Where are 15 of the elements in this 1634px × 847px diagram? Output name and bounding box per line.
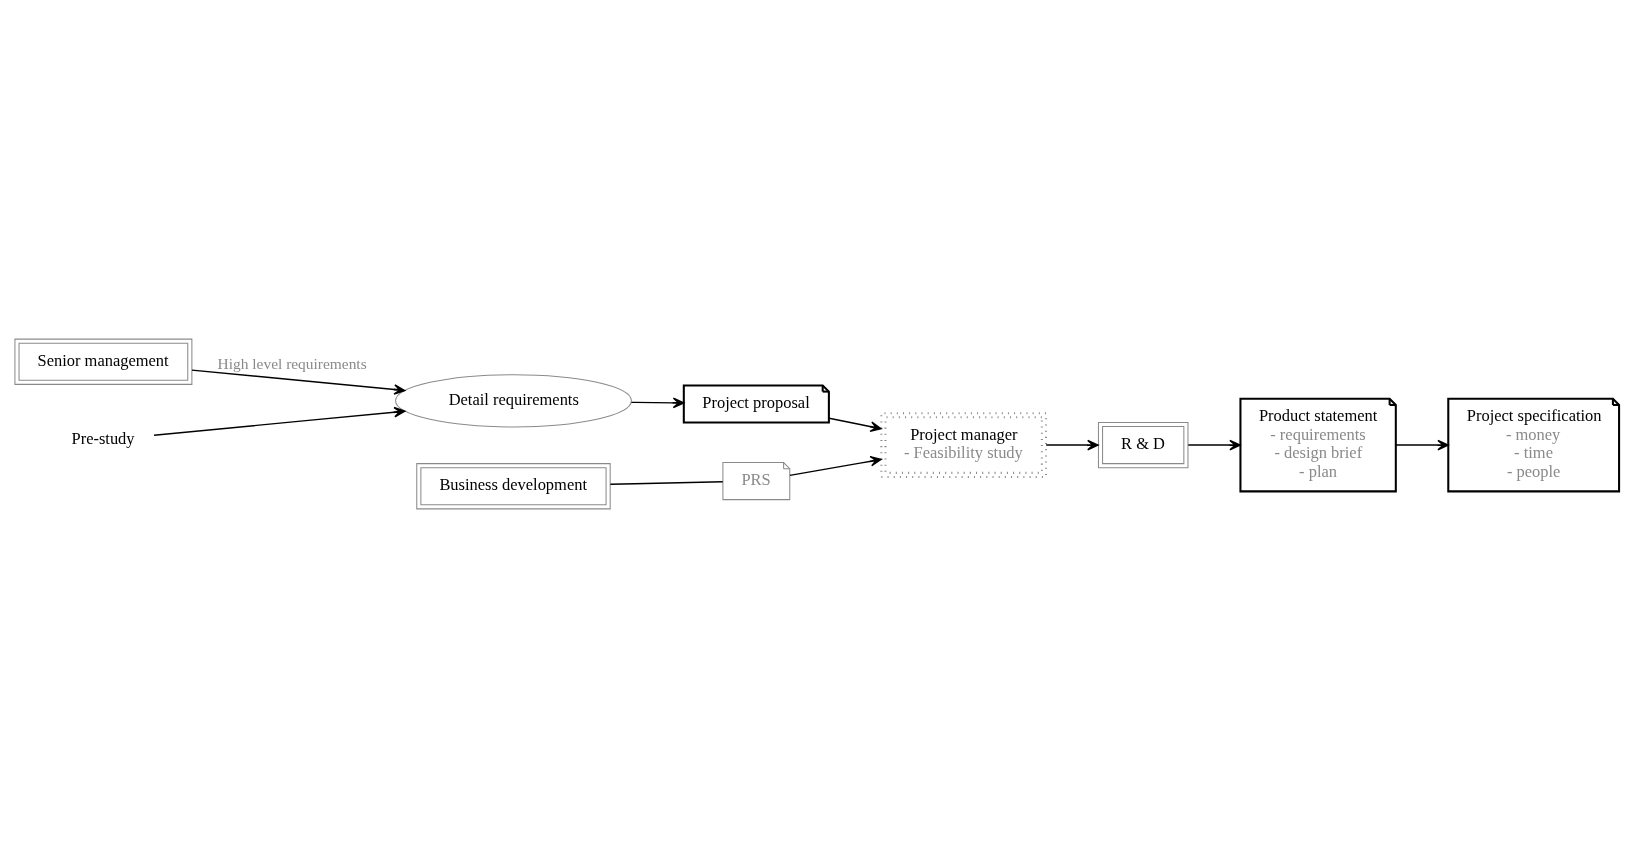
node-box: R & D	[1097, 421, 1189, 468]
edge-label: High level requirements	[217, 354, 367, 372]
connector	[609, 480, 724, 485]
arrow	[191, 368, 406, 395]
arrow	[828, 417, 882, 432]
arrow	[1045, 439, 1099, 450]
node-text: Pre-study	[71, 428, 135, 448]
node-box: Business development	[416, 462, 611, 509]
arrow	[153, 406, 406, 436]
arrow	[789, 455, 882, 476]
node-box: Project manager - Feasibility study	[880, 411, 1047, 478]
node-box: Senior management	[14, 338, 193, 385]
arrow	[1395, 439, 1449, 450]
arrow	[630, 397, 685, 408]
arrow	[1187, 439, 1241, 450]
